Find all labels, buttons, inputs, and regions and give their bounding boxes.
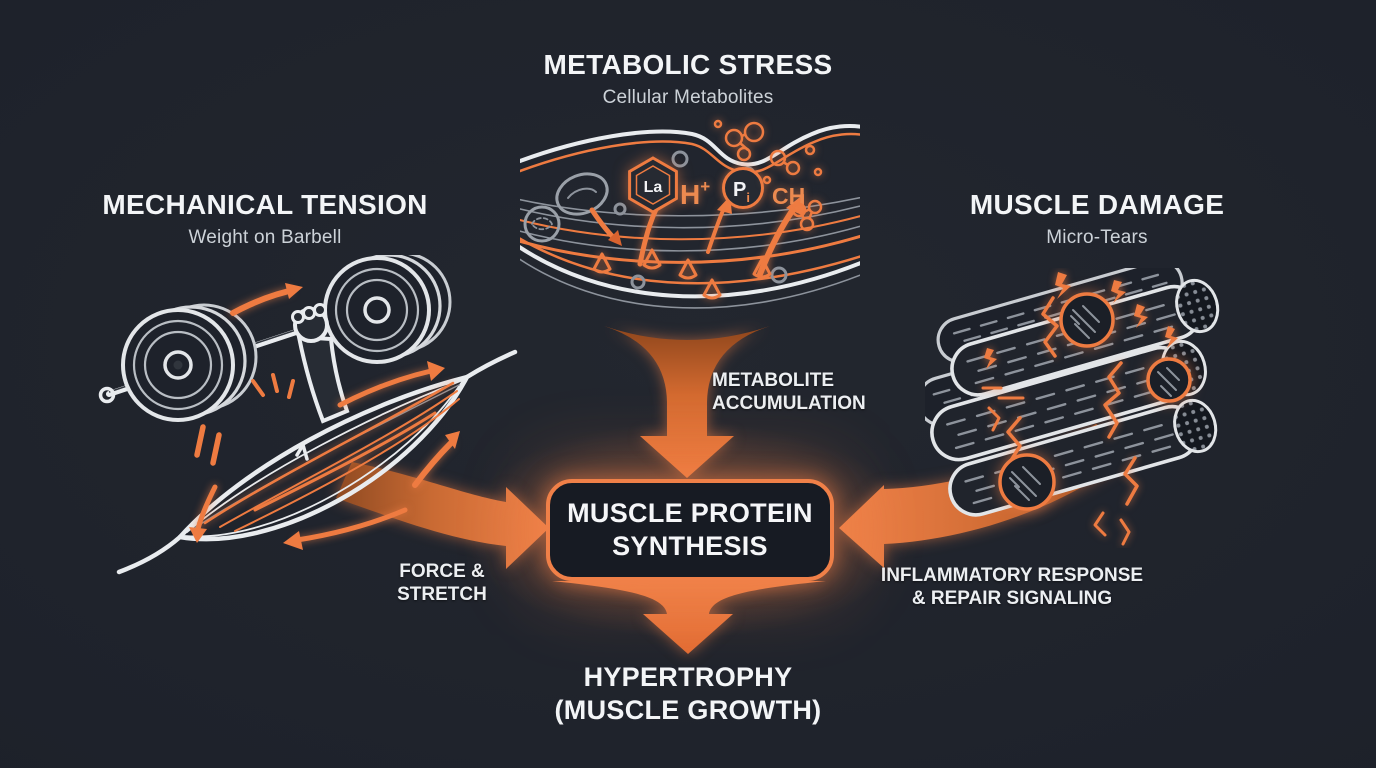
muscle-protein-synthesis-box: MUSCLE PROTEIN SYNTHESIS bbox=[546, 479, 834, 581]
inflammatory-repair-label: INFLAMMATORY RESPONSE & REPAIR SIGNALING bbox=[880, 565, 1144, 609]
arrow-metabolic-to-mps bbox=[604, 326, 770, 478]
hydrogen-ion-label: H+ bbox=[680, 177, 710, 210]
arrow-mps-to-hypertrophy bbox=[552, 581, 826, 654]
phosphate-label: Pi bbox=[733, 179, 750, 205]
mechanical-tension-title: MECHANICAL TENSION bbox=[102, 189, 428, 220]
mechanical-tension-subtitle: Weight on Barbell bbox=[188, 227, 342, 248]
muscle-damage-illustration bbox=[925, 268, 1220, 546]
stretched-muscle-icon bbox=[116, 349, 518, 575]
metabolic-stress-illustration: La H+ Pi CH bbox=[520, 119, 860, 309]
lactate-label: La bbox=[644, 179, 663, 196]
phosphate-circle-icon: Pi bbox=[722, 167, 764, 209]
metabolic-stress-node: METABOLIC STRESS Cellular Metabolites bbox=[468, 50, 908, 109]
right-plates bbox=[323, 255, 452, 364]
organelle-blobs bbox=[523, 172, 609, 243]
molecule-clusters bbox=[713, 119, 823, 232]
lactate-hexagon-icon: La bbox=[628, 156, 678, 214]
muscle-damage-title: MUSCLE DAMAGE bbox=[969, 189, 1225, 220]
stretch-arrows bbox=[189, 361, 460, 550]
barbell-muscle-illustration bbox=[98, 255, 518, 575]
damage-focus-circles bbox=[998, 292, 1192, 511]
barbell-icon bbox=[98, 255, 452, 466]
arrow-tension-to-mps bbox=[336, 462, 549, 569]
left-plates bbox=[121, 303, 258, 422]
metabolic-stress-title: METABOLIC STRESS bbox=[543, 49, 833, 80]
micro-tear-cracks bbox=[981, 296, 1139, 546]
mechanical-tension-node: MECHANICAL TENSION Weight on Barbell bbox=[45, 190, 485, 249]
metabolic-stress-subtitle: Cellular Metabolites bbox=[602, 87, 774, 108]
metabolite-accumulation-label: METABOLITE ACCUMULATION bbox=[712, 370, 866, 414]
gripping-hand-icon bbox=[291, 303, 350, 424]
muscle-damage-node: MUSCLE DAMAGE Micro-Tears bbox=[877, 190, 1317, 249]
muscle-fiber-band bbox=[520, 124, 860, 309]
bar-motion-arrows bbox=[194, 283, 303, 466]
hypertrophy-label: HYPERTROPHY (MUSCLE GROWTH) bbox=[554, 662, 822, 725]
lightning-bolt-icons bbox=[984, 272, 1178, 369]
muscle-damage-subtitle: Micro-Tears bbox=[1046, 227, 1148, 248]
metabolite-particles bbox=[592, 150, 788, 300]
force-stretch-label: FORCE & STRETCH bbox=[397, 561, 487, 605]
